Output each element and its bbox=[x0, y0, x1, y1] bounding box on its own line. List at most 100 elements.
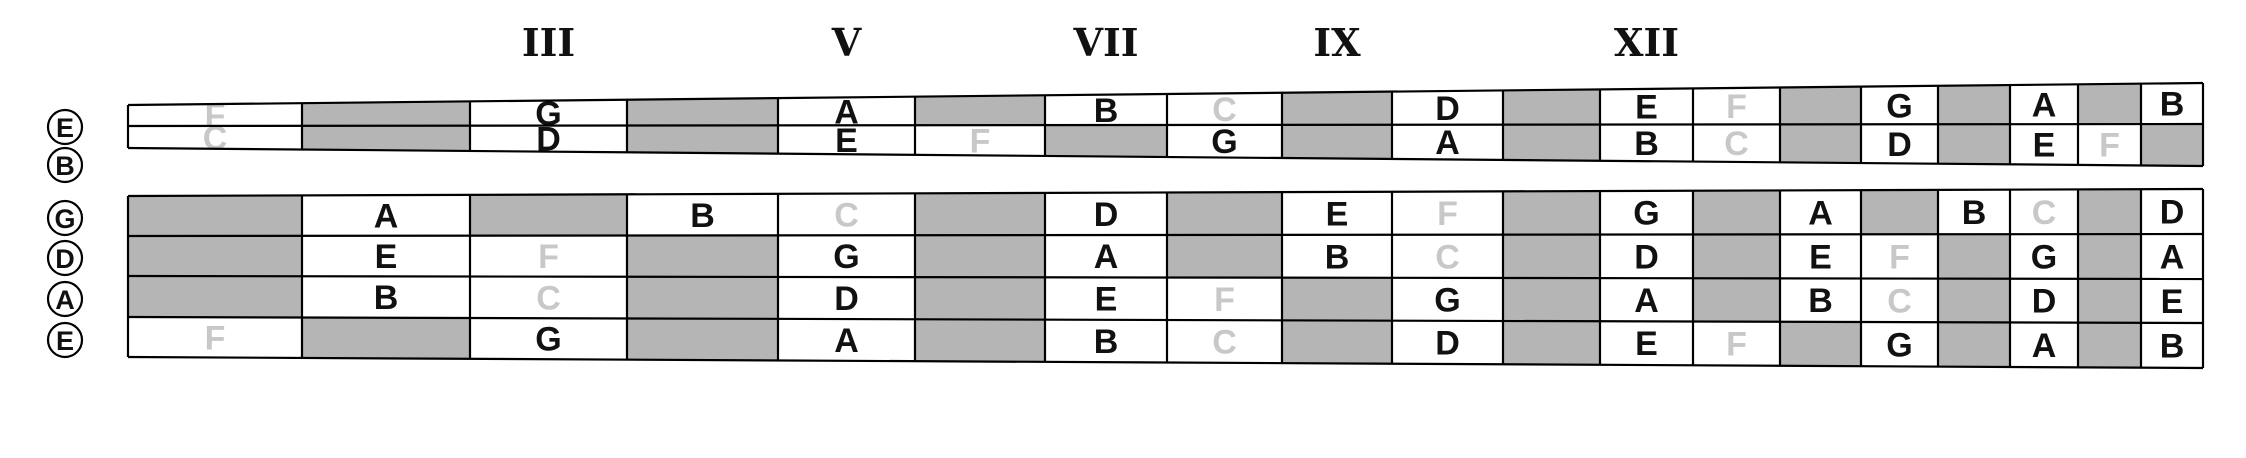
string-line bbox=[127, 81, 2204, 107]
note-g-fret-4: B bbox=[690, 197, 715, 235]
note-cell bbox=[1600, 321, 1693, 366]
empty-fret-cell bbox=[1282, 91, 1392, 125]
note-b-fret-13: C bbox=[1724, 125, 1749, 163]
note-b-fret-5: E bbox=[835, 122, 858, 160]
note-cell bbox=[2010, 124, 2078, 165]
note-cell bbox=[2010, 278, 2078, 323]
note-d-fret-9: B bbox=[1325, 238, 1350, 276]
string-label-a: A bbox=[55, 285, 75, 315]
note-cell bbox=[778, 276, 915, 320]
note-d-fret-19: A bbox=[2160, 238, 2185, 276]
note-cell bbox=[1167, 320, 1282, 364]
note-cell bbox=[470, 276, 627, 319]
note-cell bbox=[1780, 234, 1861, 279]
empty-fret-cell bbox=[1780, 321, 1861, 367]
note-cell bbox=[2141, 322, 2203, 368]
note-cell bbox=[1282, 234, 1392, 278]
empty-fret-cell bbox=[2078, 278, 2141, 323]
empty-fret-cell bbox=[1938, 85, 2010, 125]
empty-fret-cell bbox=[1938, 278, 2010, 323]
note-cell bbox=[2078, 124, 2141, 166]
note-e-fret-17: A bbox=[2032, 86, 2057, 124]
empty-fret-cell bbox=[2141, 124, 2203, 166]
note-a-fret-3: C bbox=[536, 279, 561, 317]
note-a-fret-17: D bbox=[2032, 283, 2057, 321]
note-d-fret-14: E bbox=[1809, 238, 1832, 276]
note-b-fret-6: F bbox=[970, 122, 991, 160]
note-b-fret-17: E bbox=[2033, 126, 2056, 164]
note-cell bbox=[627, 193, 778, 236]
empty-fret-cell bbox=[1693, 234, 1780, 279]
note-cell bbox=[778, 96, 915, 126]
note-cell bbox=[778, 318, 915, 362]
string-label-circle bbox=[46, 239, 84, 277]
note-cell bbox=[128, 125, 302, 150]
string-label-circle bbox=[46, 146, 84, 184]
note-e-fret-19: B bbox=[2160, 327, 2185, 365]
note-a-fret-7: E bbox=[1095, 281, 1118, 319]
note-g-fret-5: C bbox=[834, 196, 859, 234]
note-a-fret-5: D bbox=[834, 280, 859, 318]
note-b-fret-8: G bbox=[1211, 123, 1237, 161]
note-cell bbox=[1780, 190, 1861, 235]
note-cell bbox=[128, 317, 302, 358]
string-label-circle bbox=[46, 108, 84, 146]
note-d-fret-3: F bbox=[538, 238, 559, 276]
note-cell bbox=[1045, 94, 1167, 126]
string-line bbox=[127, 355, 2204, 370]
note-cell bbox=[1693, 87, 1780, 125]
string-line bbox=[127, 146, 2204, 168]
empty-fret-cell bbox=[1167, 234, 1282, 278]
note-cell bbox=[1693, 124, 1780, 163]
note-d-fret-7: A bbox=[1094, 238, 1119, 276]
note-cell bbox=[1167, 92, 1282, 125]
note-cell bbox=[1600, 234, 1693, 279]
note-cell bbox=[915, 125, 1045, 156]
empty-fret-cell bbox=[915, 319, 1045, 362]
empty-fret-cell bbox=[627, 318, 778, 361]
note-e-fret-8: C bbox=[1212, 323, 1237, 361]
note-e-fret-15: G bbox=[1886, 326, 1912, 364]
note-cell bbox=[1282, 191, 1392, 235]
empty-fret-cell bbox=[2078, 189, 2141, 235]
note-cell bbox=[1938, 189, 2010, 235]
position-marker-XII: XII bbox=[1614, 20, 1679, 65]
empty-fret-cell bbox=[302, 125, 470, 151]
note-e-fret-7: B bbox=[1094, 92, 1119, 130]
string-line bbox=[127, 187, 2204, 198]
note-cell bbox=[2010, 322, 2078, 368]
string-label-circle bbox=[46, 321, 84, 359]
note-e-fret-15: G bbox=[1886, 87, 1912, 125]
string-line bbox=[127, 232, 2204, 238]
note-e-fret-19: B bbox=[2160, 86, 2185, 124]
empty-fret-cell bbox=[915, 192, 1045, 236]
note-cell bbox=[1600, 124, 1693, 162]
note-g-fret-12: G bbox=[1633, 195, 1659, 233]
empty-fret-cell bbox=[1938, 124, 2010, 165]
empty-fret-cell bbox=[128, 195, 302, 236]
note-d-fret-15: F bbox=[1889, 238, 1910, 276]
note-g-fret-2: A bbox=[374, 197, 399, 235]
position-marker-VII: VII bbox=[1072, 20, 1138, 65]
note-e-fret-10: D bbox=[1435, 90, 1460, 128]
note-cell bbox=[2141, 189, 2203, 235]
note-d-fret-5: G bbox=[833, 238, 859, 276]
empty-fret-cell bbox=[1503, 191, 1600, 235]
empty-fret-cell bbox=[2078, 83, 2141, 125]
note-cell bbox=[778, 193, 915, 236]
empty-fret-cell bbox=[1503, 321, 1600, 365]
note-cell bbox=[1045, 235, 1167, 278]
empty-fret-cell bbox=[302, 317, 470, 359]
note-g-fret-14: A bbox=[1808, 194, 1833, 232]
note-cell bbox=[1392, 191, 1503, 235]
note-cell bbox=[1861, 85, 1938, 125]
empty-fret-cell bbox=[915, 235, 1045, 278]
note-cell bbox=[1167, 124, 1282, 158]
note-cell bbox=[470, 125, 627, 153]
empty-fret-cell bbox=[627, 235, 778, 277]
string-line bbox=[127, 315, 2204, 325]
string-line bbox=[127, 274, 2204, 281]
note-cell bbox=[302, 235, 470, 277]
note-cell bbox=[1392, 90, 1503, 125]
note-g-fret-9: E bbox=[1326, 195, 1349, 233]
